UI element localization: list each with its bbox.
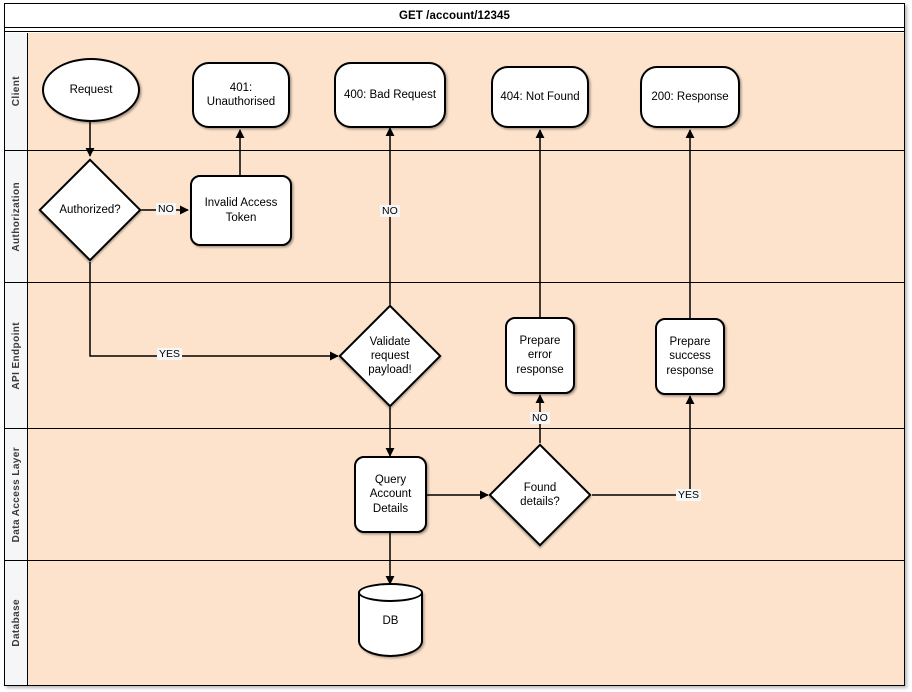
lane-label-client: Client <box>5 33 28 150</box>
node-validate-request-payload[interactable]: Validate request payload! <box>338 304 442 408</box>
node-prepare-success-response[interactable]: Prepare success response <box>655 318 725 395</box>
edge-label-validate-no: NO <box>380 205 400 217</box>
prepare-success-line3: response <box>666 364 714 377</box>
validate-line2: request <box>370 349 410 362</box>
lane-label-database-text: Database <box>10 599 22 647</box>
node-query-account-details[interactable]: Query Account Details <box>354 456 427 533</box>
lane-client: Client <box>5 33 904 151</box>
node-authorized-label: Authorized? <box>59 203 121 216</box>
node-401-line1: 401: <box>229 81 253 94</box>
node-200-response-label: 200: Response <box>651 90 729 103</box>
query-account-line3: Details <box>372 502 409 515</box>
node-prepare-error-response[interactable]: Prepare error response <box>505 317 575 394</box>
node-found-details-decision[interactable]: Found details? <box>488 443 592 547</box>
node-401-unauthorised[interactable]: 401: Unauthorised <box>192 62 290 128</box>
found-details-line1: Found <box>523 481 557 494</box>
swimlane-pool: GET /account/12345 Client Authorization … <box>4 3 905 686</box>
db-cylinder-top <box>358 583 423 602</box>
node-db-label: DB <box>382 615 399 628</box>
lane-label-database: Database <box>5 561 28 685</box>
node-404-not-found[interactable]: 404: Not Found <box>491 66 589 128</box>
node-401-unauthorised-label: 401: Unauthorised <box>203 81 279 109</box>
edge-label-found-yes: YES <box>676 489 702 501</box>
query-account-line1: Query <box>374 474 407 487</box>
prepare-success-line2: success <box>669 350 711 363</box>
invalid-token-line1: Invalid Access <box>204 197 278 210</box>
prepare-error-line1: Prepare <box>519 335 561 348</box>
lane-authorization: Authorization <box>5 151 904 283</box>
node-401-line2: Unauthorised <box>206 96 276 108</box>
lane-label-authorization: Authorization <box>5 151 28 282</box>
lane-label-api-endpoint: API Endpoint <box>5 283 28 428</box>
prepare-success-line1: Prepare <box>669 336 711 349</box>
pool-title: GET /account/12345 <box>5 4 904 28</box>
invalid-token-line2: Token <box>225 211 257 224</box>
lane-label-data-access-layer: Data Access Layer <box>5 429 28 560</box>
node-db[interactable]: DB <box>358 583 423 657</box>
lane-label-authorization-text: Authorization <box>10 181 22 252</box>
pool-title-separator <box>5 28 904 32</box>
node-400-bad-request-label: 400: Bad Request <box>343 88 437 101</box>
prepare-error-line3: response <box>516 363 564 376</box>
node-query-account-details-label: Query Account Details <box>366 473 416 515</box>
found-details-line2: details? <box>520 496 560 508</box>
node-200-response[interactable]: 200: Response <box>640 66 740 128</box>
lane-label-api-endpoint-text: API Endpoint <box>10 321 22 390</box>
node-request[interactable]: Request <box>42 58 140 122</box>
node-request-label: Request <box>69 83 113 96</box>
query-account-line2: Account <box>369 488 412 501</box>
edge-label-authorized-yes: YES <box>157 348 183 360</box>
lane-api-endpoint: API Endpoint <box>5 283 904 429</box>
validate-line1: Validate <box>369 335 411 348</box>
node-found-details-label: Found details? <box>520 481 560 509</box>
db-cylinder-body <box>358 592 423 657</box>
node-invalid-access-token[interactable]: Invalid Access Token <box>190 175 292 246</box>
node-validate-request-payload-label: Validate request payload! <box>368 335 411 377</box>
lane-label-client-text: Client <box>10 76 22 107</box>
node-authorized-decision[interactable]: Authorized? <box>38 158 142 262</box>
edge-label-found-no: NO <box>530 412 550 424</box>
node-invalid-access-token-label: Invalid Access Token <box>201 196 282 224</box>
prepare-error-line2: error <box>527 349 553 362</box>
lane-database: Database <box>5 561 904 685</box>
validate-line3: payload! <box>368 364 412 376</box>
node-400-bad-request[interactable]: 400: Bad Request <box>334 62 446 128</box>
node-404-not-found-label: 404: Not Found <box>500 90 580 103</box>
lane-label-data-access-layer-text: Data Access Layer <box>10 446 22 543</box>
node-prepare-success-response-label: Prepare success response <box>662 335 717 377</box>
node-prepare-error-response-label: Prepare error response <box>512 334 567 376</box>
edge-label-authorized-no: NO <box>156 203 176 215</box>
lane-data-access-layer: Data Access Layer <box>5 429 904 561</box>
